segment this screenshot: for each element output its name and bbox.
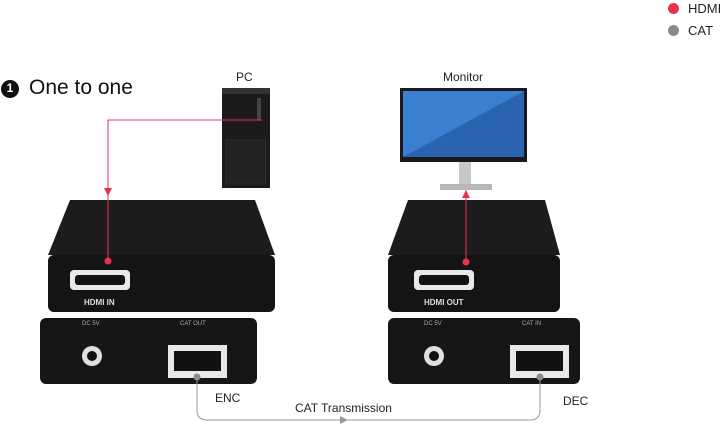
section-number: 1	[6, 81, 14, 95]
decoder-device	[388, 200, 580, 384]
hdmi-link-decoder-monitor	[462, 190, 470, 266]
section-number-badge	[1, 80, 19, 98]
pc-tower	[222, 88, 270, 188]
monitor-label: Monitor	[443, 70, 484, 84]
cat-link	[193, 373, 544, 424]
decoder-power-label: DC 5V	[424, 321, 442, 327]
legend-cat-swatch	[668, 25, 679, 36]
encoder-label: ENC	[215, 391, 241, 405]
legend-cat-label: CAT	[688, 23, 714, 38]
legend-hdmi-swatch	[668, 3, 679, 14]
encoder-power-label: DC 5V	[82, 321, 100, 327]
cat-transmission-label: CAT Transmission	[295, 401, 392, 415]
legend-hdmi-label: HDMI	[688, 1, 720, 16]
decoder-label: DEC	[563, 394, 589, 408]
decoder-hdmi-out-label: HDMI OUT	[424, 298, 464, 307]
hdmi-link-pc-encoder	[104, 119, 262, 265]
encoder-hdmi-in-label: HDMI IN	[84, 298, 115, 307]
section-title: One to one	[29, 76, 133, 99]
monitor	[400, 88, 527, 190]
pc-label: PC	[236, 70, 253, 84]
encoder-device	[40, 200, 275, 384]
decoder-cat-label: CAT IN	[522, 321, 542, 327]
encoder-cat-label: CAT OUT	[180, 321, 206, 327]
